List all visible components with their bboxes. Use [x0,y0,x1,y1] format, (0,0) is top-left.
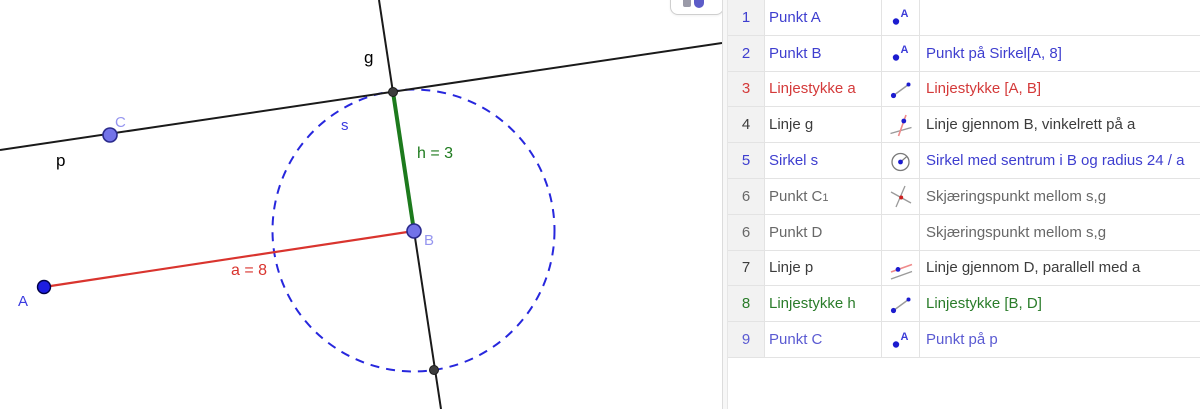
row-number: 7 [728,250,765,286]
segment-h[interactable] [391,91,416,232]
protocol-row[interactable]: 9 Punkt C A Punkt på p [728,322,1200,358]
object-definition: Sirkel med sentrum i B og radius 24 / a [926,152,1185,170]
protocol-row[interactable]: 4 Linje g Linje gjennom B, vinkelrett på… [728,107,1200,144]
svg-text:A: A [900,331,908,343]
row-number: 2 [728,35,765,71]
object-definition: Linje gjennom B, vinkelrett på a [926,116,1136,134]
row-number: 9 [728,322,765,357]
label-segment-a: a = 8 [231,262,267,279]
point-C[interactable] [102,127,118,143]
perpendicular-line-icon [882,107,920,143]
circle-center-radius-icon [882,143,920,178]
protocol-row[interactable]: 6 Punkt D Skjæringspunkt mellom s,g [728,214,1200,251]
point-A[interactable] [36,279,52,295]
point-icon: A [882,0,920,35]
label-circle-s: s [341,117,349,134]
object-name: Punkt A [765,0,882,35]
label-point-C: C [115,114,126,131]
object-name: Linje p [765,250,882,286]
protocol-row[interactable]: 8 Linjestykke h Linjestykke [B, D] [728,286,1200,323]
point-icon: A [882,35,920,71]
graphics-view[interactable]: p C g s h = 3 B a = 8 A [0,0,724,409]
protocol-row[interactable]: 3 Linjestykke a Linjestykke [A, B] [728,71,1200,108]
label-point-A: A [18,293,28,310]
parallel-line-icon [882,250,920,286]
line-p[interactable] [0,42,722,151]
object-definition: Punkt på Sirkel[A, 8] [926,44,1062,62]
intersection-icon [882,178,920,214]
row-number: 4 [728,107,765,143]
row-number: 1 [728,0,765,35]
label-line-g: g [364,48,373,67]
row-number: 5 [728,143,765,178]
object-definition: Linje gjennom D, parallell med a [926,259,1141,277]
point-D[interactable] [388,87,398,97]
object-name: Linje g [765,107,882,143]
object-definition: Punkt på p [926,331,998,349]
row-number: 6 [728,214,765,250]
object-name: Linjestykke h [765,286,882,322]
svg-text:A: A [900,44,908,56]
point-icon: A [882,322,920,357]
label-line-p: p [56,151,65,170]
segment-icon [882,286,920,322]
protocol-row[interactable]: 5 Sirkel s Sirkel med sentrum i B og rad… [728,143,1200,179]
object-name: Punkt C [765,322,882,357]
object-name: Linjestykke a [765,71,882,107]
object-name: Sirkel s [765,143,882,178]
object-name: Punkt B [765,35,882,71]
empty-icon-cell [882,214,920,250]
segment-icon [882,71,920,107]
clipped-toolbar-button[interactable] [670,0,724,15]
protocol-row[interactable]: 1 Punkt A A [728,0,1200,36]
clipped-glyph-icon [683,0,691,7]
construction-protocol: 1 Punkt A A 2 Punkt B A Punkt på Sirkel[… [728,0,1200,358]
row-number: 3 [728,71,765,107]
object-definition: Linjestykke [B, D] [926,295,1042,313]
clipped-glyph-icon [694,0,704,8]
row-number: 8 [728,286,765,322]
object-definition: Linjestykke [A, B] [926,80,1042,98]
object-name: Punkt D [765,214,882,250]
segment-a[interactable] [43,229,415,289]
label-segment-h: h = 3 [417,145,453,162]
protocol-row[interactable]: 2 Punkt B A Punkt på Sirkel[A, 8] [728,35,1200,72]
protocol-row[interactable]: 7 Linje p Linje gjennom D, parallell med… [728,250,1200,287]
object-definition: Skjæringspunkt mellom s,g [926,187,1107,205]
svg-text:A: A [900,8,908,20]
row-number: 6 [728,178,765,214]
point-C1[interactable] [429,365,439,375]
point-B[interactable] [406,223,422,239]
object-definition: Skjæringspunkt mellom s,g [926,223,1107,241]
label-point-B: B [424,232,434,249]
object-definition [920,0,1200,35]
pane-divider[interactable] [722,0,728,409]
